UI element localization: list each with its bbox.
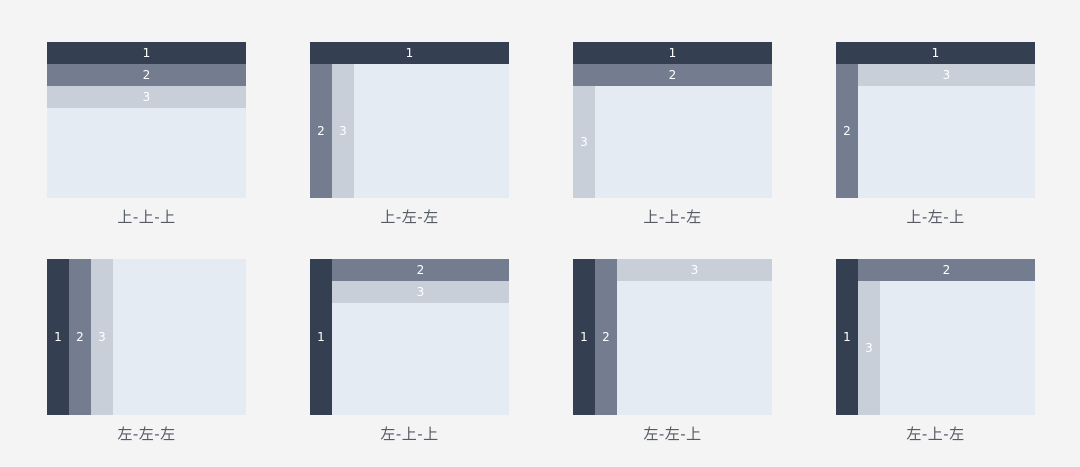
layout-caption-2: 上-上-左 — [643, 208, 702, 226]
layout-7-left-bar-3: 3 — [858, 281, 880, 415]
layout-7-top-bar-2: 2 — [858, 259, 1035, 281]
layout-5-top-bar-3: 3 — [332, 281, 509, 303]
layout-caption-0: 上-上-上 — [117, 208, 176, 226]
layout-6-top-bar-3: 3 — [617, 259, 772, 281]
layout-3-left-bar-2: 2 — [836, 64, 858, 198]
layout-1-left-bar-2: 2 — [310, 64, 332, 198]
layout-1-top-bar-1: 1 — [310, 42, 509, 64]
layout-5-top-bar-2: 2 — [332, 259, 509, 281]
layout-4-left-bar-1: 1 — [47, 259, 69, 415]
layout-4-left-bar-2: 2 — [69, 259, 91, 415]
layout-3-top-bar-3: 3 — [858, 64, 1035, 86]
layout-5-left-bar-1: 1 — [310, 259, 332, 415]
layout-2-top-bar-1: 1 — [573, 42, 772, 64]
layout-6-left-bar-2: 2 — [595, 259, 617, 415]
layout-0-top-bar-1: 1 — [47, 42, 246, 64]
layout-caption-7: 左-上-左 — [906, 425, 965, 443]
layout-2-top-bar-2: 2 — [573, 64, 772, 86]
layout-caption-6: 左-左-上 — [643, 425, 702, 443]
layout-caption-4: 左-左-左 — [117, 425, 176, 443]
layout-6-left-bar-1: 1 — [573, 259, 595, 415]
layout-caption-5: 左-上-上 — [380, 425, 439, 443]
layout-0-top-bar-2: 2 — [47, 64, 246, 86]
layout-caption-3: 上-左-上 — [906, 208, 965, 226]
layout-1-left-bar-3: 3 — [332, 64, 354, 198]
layout-2-left-bar-3: 3 — [573, 86, 595, 198]
layout-7-left-bar-1: 1 — [836, 259, 858, 415]
layout-caption-1: 上-左-左 — [380, 208, 439, 226]
layout-4-left-bar-3: 3 — [91, 259, 113, 415]
layout-0-top-bar-3: 3 — [47, 86, 246, 108]
layout-3-top-bar-1: 1 — [836, 42, 1035, 64]
